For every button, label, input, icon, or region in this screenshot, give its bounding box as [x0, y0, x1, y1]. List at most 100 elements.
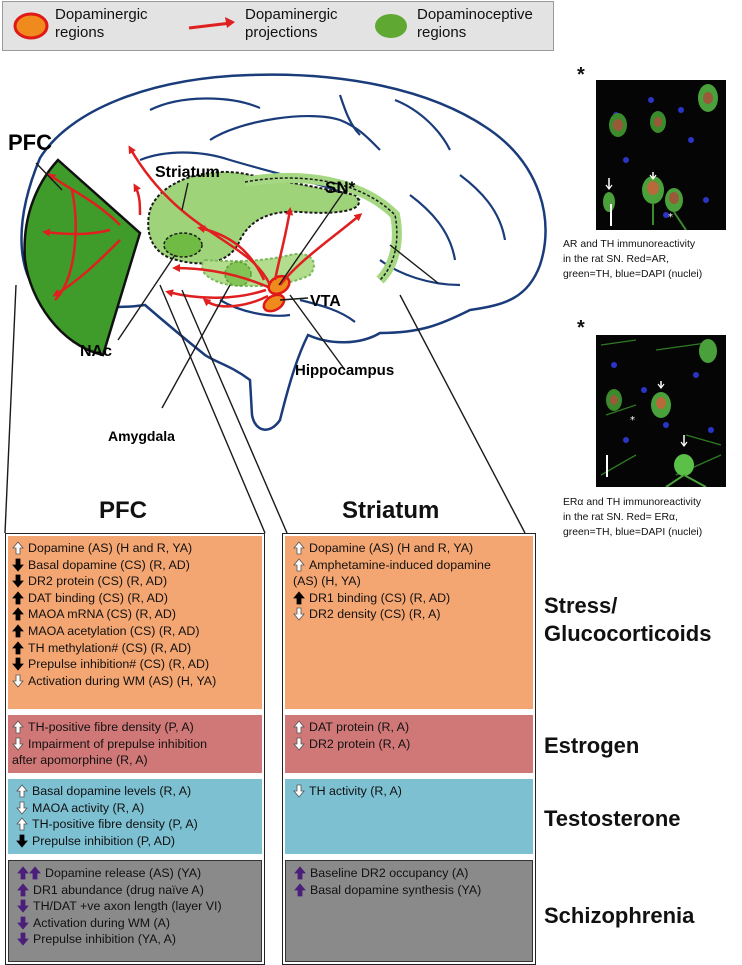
- label-nac: NAc: [80, 343, 112, 360]
- striatum-estrogen-block: DAT protein (R, A) DR2 protein (R, A): [285, 715, 533, 773]
- finding-text: Dopamine (AS) (H and R, YA): [28, 541, 193, 555]
- finding-text: Prepulse inhibition (P, AD): [32, 833, 176, 848]
- finding-text: TH activity (R, A): [309, 784, 402, 798]
- legend-dopaminergic-regions: Dopaminergic regions: [55, 6, 148, 41]
- brain-outline: [20, 73, 547, 431]
- finding-text: DR2 density (CS) (R, A): [309, 607, 441, 622]
- pfc-panel-title: PFC: [99, 497, 147, 524]
- projection-arrow-swatch: [188, 17, 235, 30]
- finding-entry: Basal dopamine levels (R, A): [16, 783, 262, 800]
- finding-entry: MAOA acetylation (CS) (R, AD): [12, 623, 262, 640]
- vta-region: [262, 293, 286, 313]
- finding-entry: TH activity (R, A): [293, 783, 533, 800]
- up-arrow-icon: [293, 541, 305, 555]
- up-arrow-icon: [17, 882, 29, 896]
- label-hippocampus: Hippocampus: [295, 362, 394, 379]
- striatum-testosterone-block: TH activity (R, A): [285, 779, 533, 854]
- striatum-schizophrenia-block: Baseline DR2 occupancy (A) Basal dopamine…: [285, 860, 533, 962]
- up-arrow-icon: [12, 720, 24, 734]
- finding-text: DR1 abundance (drug naïve A): [33, 882, 204, 897]
- pfc-estrogen-block: TH-positive fibre density (P, A) Impairme…: [8, 715, 262, 773]
- finding-text: Dopamine release (AS) (YA): [45, 866, 202, 880]
- legend: Dopaminergic regions Dopaminergic projec…: [2, 1, 554, 51]
- svg-text:*: *: [630, 415, 635, 426]
- striatum-stress-block: Dopamine (AS) (H and R, YA)Amphetamine-i…: [285, 536, 533, 709]
- label-estrogen: Estrogen: [544, 733, 640, 758]
- up-arrow-icon: [12, 591, 24, 605]
- down-arrow-icon: [12, 558, 24, 572]
- legend-dopaminergic-projections: Dopaminergic projections: [245, 6, 338, 41]
- finding-arrows: [16, 783, 28, 799]
- finding-text: Baseline DR2 occupancy (A): [310, 866, 469, 880]
- er-caption: ERα and TH immunoreactivity in the rat S…: [563, 497, 703, 538]
- down-arrow-icon: [12, 737, 24, 751]
- finding-text: Amphetamine-induced dopamine: [309, 557, 491, 572]
- finding-entry: (AS) (H, YA): [293, 573, 533, 590]
- up-arrow-icon: [29, 866, 41, 880]
- up-arrow-icon: [12, 607, 24, 621]
- finding-arrows: [293, 606, 305, 622]
- striatum-region: [147, 171, 360, 265]
- finding-text: Activation during WM (AS) (H, YA): [28, 673, 217, 688]
- down-arrow-icon: [17, 899, 29, 913]
- pfc-testosterone-block: Basal dopamine levels (R, A)MAOA activit…: [8, 779, 262, 854]
- finding-entry: TH/DAT +ve axon length (layer VI): [17, 898, 261, 915]
- label-amygdala: Amygdala: [108, 428, 175, 444]
- finding-text: TH-positive fibre density (P, A): [28, 720, 194, 734]
- ar-star: *: [577, 64, 585, 86]
- finding-entry: DR1 binding (CS) (R, AD): [293, 590, 533, 607]
- finding-arrows: [12, 656, 24, 672]
- finding-arrows: [293, 540, 305, 556]
- finding-text: Basal dopamine synthesis (YA): [310, 882, 482, 897]
- down-arrow-icon: [17, 932, 29, 946]
- finding-arrows: [12, 540, 24, 556]
- finding-arrows: [12, 623, 24, 639]
- down-arrow-icon: [12, 574, 24, 588]
- dopaminoceptive-swatch: [375, 14, 407, 38]
- finding-entry: Dopamine release (AS) (YA): [17, 865, 261, 882]
- finding-arrows: [12, 736, 24, 752]
- down-arrow-icon: [17, 916, 29, 930]
- finding-arrows: [12, 640, 24, 656]
- finding-text: Basal dopamine (CS) (R, AD): [28, 557, 190, 572]
- finding-entry: MAOA activity (R, A): [16, 800, 262, 817]
- finding-entry: Dopamine (AS) (H and R, YA): [293, 540, 533, 557]
- pfc-region: [23, 158, 142, 357]
- finding-arrows: [12, 590, 24, 606]
- ar-scale-bar: [610, 204, 612, 226]
- finding-arrows: [293, 736, 305, 752]
- down-arrow-icon: [12, 657, 24, 671]
- down-arrow-icon: [293, 737, 305, 751]
- up-arrow-icon: [12, 624, 24, 638]
- pfc-schizophrenia-block: Dopamine release (AS) (YA) DR1 abundance …: [8, 860, 262, 962]
- label-vta: VTA: [310, 293, 341, 310]
- finding-arrows: [293, 783, 305, 799]
- finding-entry: Impairment of prepulse inhibition: [12, 736, 262, 753]
- finding-entry: Baseline DR2 occupancy (A): [294, 865, 532, 882]
- down-arrow-icon: [293, 784, 305, 798]
- up-arrow-icon: [12, 640, 24, 654]
- ar-th-micrograph: *: [596, 80, 726, 230]
- down-arrow-icon: [293, 607, 305, 621]
- er-scale-bar: [606, 455, 608, 477]
- finding-entry: DR1 abundance (drug naïve A): [17, 882, 261, 899]
- finding-entry: Dopamine (AS) (H and R, YA): [12, 540, 262, 557]
- finding-arrows: [16, 816, 28, 832]
- finding-arrows: [16, 800, 28, 816]
- finding-entry: DR2 protein (CS) (R, AD): [12, 573, 262, 590]
- finding-text: MAOA mRNA (CS) (R, AD): [28, 607, 177, 622]
- finding-text: DAT protein (R, A): [309, 720, 410, 734]
- finding-arrows: [294, 865, 306, 881]
- finding-arrows: [12, 573, 24, 589]
- finding-entry: Basal dopamine (CS) (R, AD): [12, 557, 262, 574]
- label-testosterone: Testosterone: [544, 806, 681, 831]
- down-arrow-icon: [12, 674, 24, 688]
- finding-text: MAOA acetylation (CS) (R, AD): [28, 623, 200, 638]
- pfc-stress-block: Dopamine (AS) (H and R, YA) Basal dopamin…: [8, 536, 262, 709]
- striatum-panel-title: Striatum: [342, 497, 440, 524]
- finding-entry: DAT protein (R, A): [293, 719, 533, 736]
- finding-arrows: [293, 557, 305, 573]
- finding-text: TH-positive fibre density (P, A): [32, 817, 198, 832]
- finding-text: DR2 protein (R, A): [309, 736, 411, 751]
